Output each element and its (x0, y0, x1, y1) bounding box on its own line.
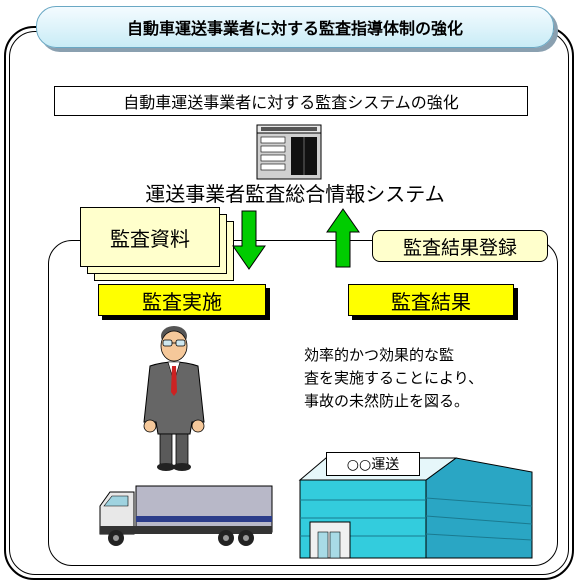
audit-results-text: 監査結果 (391, 289, 471, 314)
effect-line: 効率的かつ効果的な監 (304, 346, 455, 364)
title-banner: 自動車運送事業者に対する監査指導体制の強化 (36, 6, 554, 48)
company-sign: ○○運送 (326, 452, 420, 476)
system-name: 運送事業者監査総合情報システム (145, 182, 445, 206)
truck-icon (99, 485, 273, 546)
results-registration-label: 監査結果登録 (402, 236, 517, 259)
company-sign-text: ○○運送 (346, 457, 400, 473)
subtitle-text: 自動車運送事業者に対する監査システムの強化 (123, 93, 459, 112)
audit-execution-label: 監査実施 (98, 284, 266, 316)
down-arrow-icon (232, 210, 266, 270)
documents-box: 監査資料 (80, 207, 220, 267)
subtitle-box: 自動車運送事業者に対する監査システムの強化 (54, 86, 528, 116)
results-registration-box: 監査結果登録 (372, 230, 548, 262)
server-icon (256, 124, 322, 180)
effect-line: 事故の未然防止を図る。 (304, 392, 470, 410)
audit-results-label: 監査結果 (348, 284, 514, 316)
audit-execution-text: 監査実施 (142, 289, 222, 314)
title-text: 自動車運送事業者に対する監査指導体制の強化 (126, 19, 463, 38)
up-arrow-icon (326, 208, 360, 268)
documents-label: 監査資料 (110, 226, 190, 251)
effect-text: 効率的かつ効果的な監 査を実施することにより、 事故の未然防止を図る。 (304, 344, 524, 413)
businessman-icon (143, 326, 205, 471)
effect-line: 査を実施することにより、 (304, 369, 484, 387)
